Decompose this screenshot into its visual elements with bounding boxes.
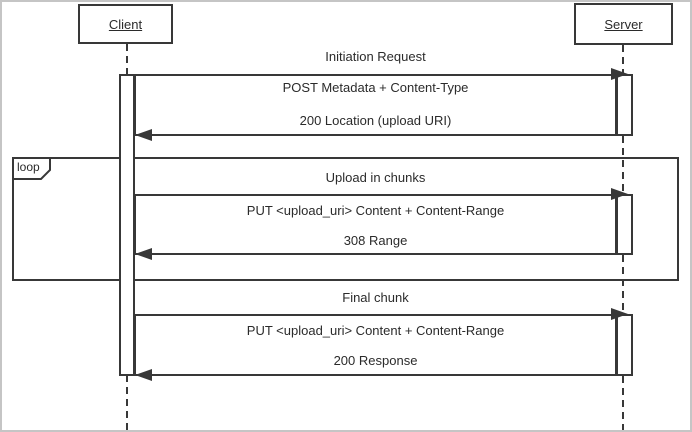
server-actor-label: Server — [604, 16, 643, 32]
section-title: Initiation Request — [325, 49, 426, 64]
client-actor-box: Client — [78, 4, 173, 44]
server-activation-bar — [616, 194, 633, 255]
response-message-label: 200 Location (upload URI) — [299, 113, 452, 128]
server-lifeline-segment — [622, 45, 624, 75]
response-message-label: 200 Response — [333, 353, 418, 368]
loop-fragment-frame — [12, 157, 679, 281]
server-actor-box: Server — [574, 3, 673, 45]
arrowhead-left-icon — [135, 248, 152, 260]
loop-tab-icon — [12, 157, 51, 180]
message-pair-box — [134, 314, 617, 376]
client-activation-bar — [119, 74, 135, 376]
server-lifeline-segment — [622, 255, 624, 314]
request-message-label: PUT <upload_uri> Content + Content-Range — [246, 323, 505, 338]
client-actor-label: Client — [108, 16, 143, 32]
arrowhead-left-icon — [135, 369, 152, 381]
client-lifeline-segment — [126, 44, 128, 75]
response-message-label: 308 Range — [343, 233, 408, 248]
client-lifeline-segment — [126, 375, 128, 431]
arrowhead-right-icon — [611, 308, 628, 320]
server-activation-bar — [616, 314, 633, 376]
message-pair-box — [134, 194, 617, 255]
arrowhead-left-icon — [135, 129, 152, 141]
arrowhead-right-icon — [611, 188, 628, 200]
section-title: Upload in chunks — [325, 170, 426, 185]
section-title: Final chunk — [342, 290, 409, 305]
request-message-label: POST Metadata + Content-Type — [282, 80, 469, 95]
arrowhead-right-icon — [611, 68, 628, 80]
loop-fragment-label: loop — [17, 160, 40, 174]
server-activation-bar — [616, 74, 633, 136]
server-lifeline-segment — [622, 136, 624, 194]
request-message-label: PUT <upload_uri> Content + Content-Range — [246, 203, 505, 218]
message-pair-box — [134, 74, 617, 136]
server-lifeline-segment — [622, 376, 624, 431]
